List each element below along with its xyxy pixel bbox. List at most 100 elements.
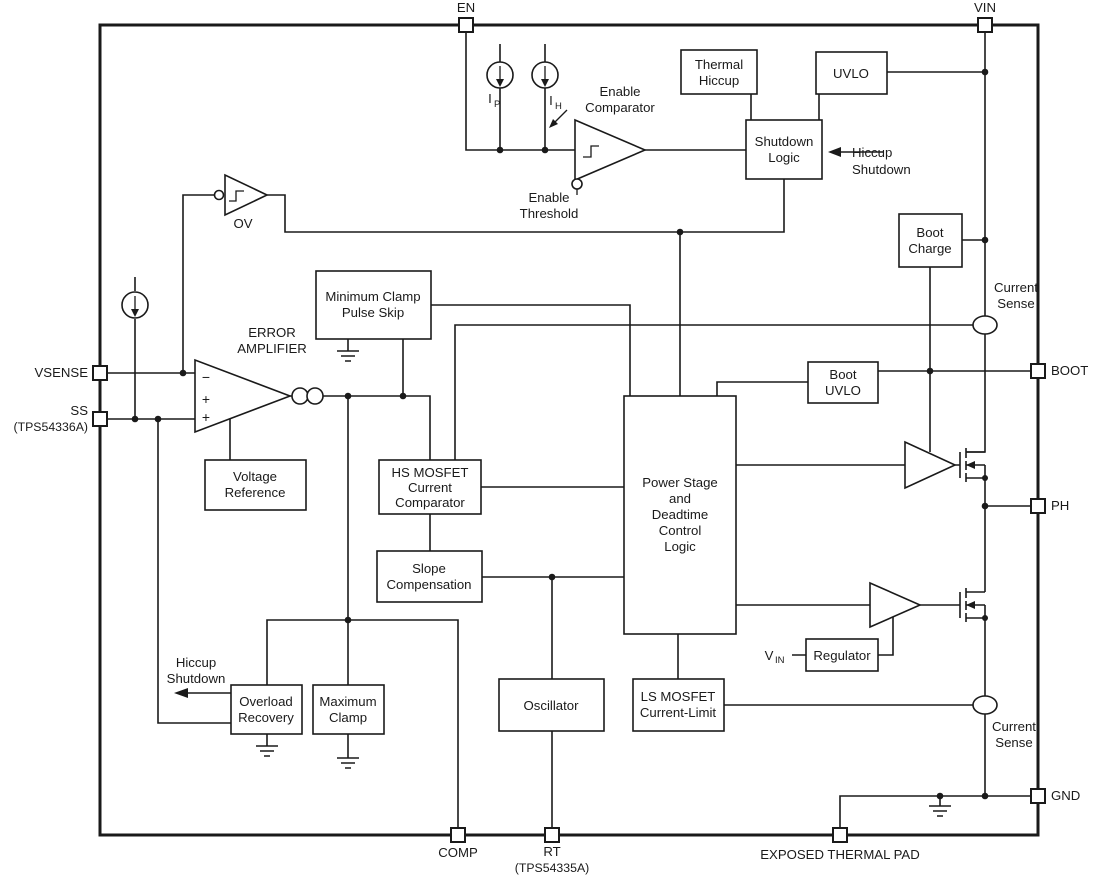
wire-bootuvlo-to-powerstage [716, 381, 808, 396]
ls-mosfet-body-arrow [966, 601, 975, 609]
ground-minclamp [337, 339, 359, 362]
ov-comparator [213, 173, 269, 217]
ground-maxclamp [337, 734, 359, 769]
pin-ph [1030, 498, 1046, 514]
junction-dot [154, 415, 162, 423]
block-boot-charge [898, 213, 963, 268]
junction-dot [179, 369, 187, 377]
pin-vsense [92, 365, 108, 381]
junction-dot [926, 367, 934, 375]
wire-en [465, 32, 575, 151]
pin-label-vsense: VSENSE [34, 365, 88, 380]
label-hs-comparator-2: Current [408, 480, 452, 495]
label-error-amplifier-2: AMPLIFIER [237, 341, 307, 356]
label-ea-minus: − [202, 369, 210, 385]
label-ih-sub: H [555, 101, 562, 112]
block-overload-recovery [230, 684, 303, 735]
wire-ov-shutdown-to-powerstage [267, 179, 785, 396]
wire-comp-branch [266, 619, 459, 828]
label-uvlo: UVLO [833, 66, 869, 81]
label-boot-uvlo-2: UVLO [825, 383, 861, 398]
pins [92, 17, 1046, 843]
hiccup-arrow-top-head [828, 147, 841, 157]
pin-en [458, 17, 474, 33]
label-min-clamp-2: Pulse Skip [342, 305, 404, 320]
label-boot-uvlo-1: Boot [829, 367, 856, 382]
enable-threshold-bubble [571, 178, 583, 190]
junction-dot [541, 146, 549, 154]
label-min-clamp-1: Minimum Clamp [325, 289, 420, 304]
junction-dot [676, 228, 684, 236]
label-slope-comp-1: Slope [412, 561, 446, 576]
pin-vin [977, 17, 993, 33]
block-ls-current-limit [632, 678, 725, 732]
label-enable-threshold-2: Threshold [520, 206, 579, 221]
current-source-ss-arrowhead [131, 309, 139, 317]
label-hiccup-shutdown-top-2: Shutdown [852, 162, 911, 177]
ls-gate-driver [869, 581, 922, 629]
wire-regulator [792, 617, 894, 656]
block-slope-compensation [376, 550, 483, 603]
error-amplifier [194, 358, 324, 434]
junction-dot [548, 573, 556, 581]
junction-dot [982, 475, 988, 481]
label-ih-main: I [549, 93, 553, 108]
label-overload-2: Recovery [238, 710, 294, 725]
current-sense-top-symbol [972, 315, 998, 335]
label-hiccup-shutdown-left-1: Hiccup [176, 655, 216, 670]
label-oscillator: Oscillator [524, 698, 580, 713]
label-power-stage-4: Control [659, 523, 702, 538]
pin-label-gnd: GND [1051, 788, 1080, 803]
label-hiccup-shutdown-top-1: Hiccup [852, 145, 892, 160]
label-slope-comp-2: Compensation [386, 577, 471, 592]
ov-hysteresis-icon [229, 190, 244, 202]
label-power-stage-5: Logic [664, 539, 696, 554]
label-boot-charge-1: Boot [916, 225, 943, 240]
pin-label-ph: PH [1051, 498, 1069, 513]
wire-vin-rail [966, 32, 986, 453]
label-ov: OV [233, 216, 252, 231]
junction-dot [981, 502, 989, 510]
wire-minclamp-out [431, 304, 631, 396]
pin-boot [1030, 363, 1046, 379]
hs-gate-driver-triangle [904, 440, 957, 490]
block-maximum-clamp [312, 684, 385, 735]
label-current-sense-bottom-1: Current [992, 719, 1036, 734]
ih-switched-arrow-line [553, 109, 568, 124]
label-power-stage-3: Deadtime [652, 507, 708, 522]
label-hs-comparator-3: Comparator [395, 495, 465, 510]
hs-mosfet [955, 448, 985, 482]
pin-label-ss-note: (TPS54336A) [13, 420, 88, 434]
current-source-ss [121, 291, 149, 319]
pin-thermal-pad [832, 827, 848, 843]
block-thermal-hiccup [680, 49, 758, 95]
error-amplifier-out-circle-2 [306, 387, 324, 405]
current-source-ih [531, 61, 568, 128]
label-ls-limit-1: LS MOSFET [641, 689, 716, 704]
junction-dot [496, 146, 504, 154]
junction-dot [344, 616, 352, 624]
label-hs-comparator-1: HS MOSFET [392, 465, 469, 480]
junction-dot [982, 615, 988, 621]
label-ip-main: I [488, 91, 492, 106]
block-hs-comparator [378, 459, 482, 515]
wires [107, 32, 1031, 828]
ground-gnd-pin [929, 805, 951, 817]
label-thermal-hiccup-2: Hiccup [699, 73, 739, 88]
pin-label-comp: COMP [438, 845, 478, 860]
label-overload-1: Overload [239, 694, 293, 709]
label-error-amplifier-1: ERROR [248, 325, 296, 340]
pin-label-boot: BOOT [1051, 363, 1088, 378]
wire-ph-node [984, 465, 1031, 592]
junction-dot [131, 415, 139, 423]
label-shutdown-1: Shutdown [755, 134, 814, 149]
current-sense-bottom-symbol [972, 695, 998, 715]
label-regulator: Regulator [813, 648, 871, 663]
junction-dots [131, 68, 989, 800]
current-source-ip [486, 61, 514, 89]
wire-gnd-rail [839, 795, 1031, 828]
pin-label-vin: VIN [974, 0, 996, 15]
junction-dot [936, 792, 944, 800]
label-enable-threshold-1: Enable [528, 190, 569, 205]
label-vin-internal-sub: IN [775, 655, 785, 666]
